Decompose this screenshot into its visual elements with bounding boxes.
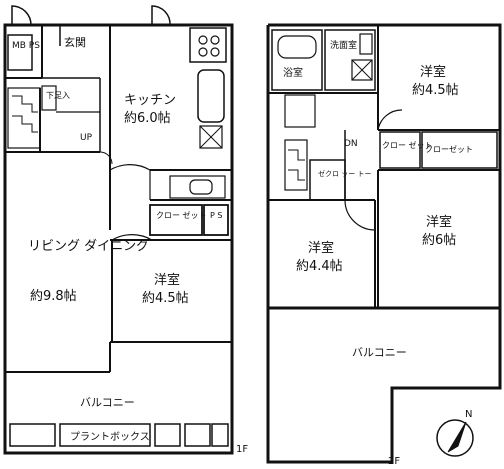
ps-label-1f: P S — [210, 211, 222, 220]
floor2-walls — [266, 23, 502, 464]
western-1f-size-label: 約4.5帖 — [142, 291, 189, 306]
mb-ps-label: MB PS — [12, 41, 40, 51]
floor2-label: 2F — [388, 456, 400, 467]
western-a-size-label: 約4.5帖 — [412, 83, 459, 98]
dn-label: DN — [344, 139, 358, 149]
kitchen-label: キッチン — [124, 93, 176, 108]
western-b-size-label: 約4.4帖 — [296, 259, 343, 274]
closet-c-label: ゼクロ ッー トー — [318, 169, 371, 178]
shoe-box-label: 下足入 — [46, 91, 70, 100]
living-label: リビング ダイニング — [28, 239, 149, 254]
balcony-1f-label: バルコニー — [80, 396, 135, 409]
closet-b-label: クローゼット — [425, 144, 473, 154]
closet-label-1f: クロー ゼット — [156, 210, 207, 220]
up-label: UP — [80, 133, 93, 143]
western-b-label: 洋室 — [308, 240, 334, 256]
entrance-label: 玄関 — [64, 35, 86, 49]
western-1f-label: 洋室 — [154, 272, 180, 288]
compass-icon — [436, 419, 474, 457]
closet-a-label: クロー ゼット — [382, 140, 433, 150]
bath-label: 浴室 — [283, 66, 303, 79]
floor1-label: 1F — [236, 444, 248, 455]
western-c-label: 洋室 — [426, 214, 452, 230]
western-c-size-label: 約6帖 — [422, 233, 456, 248]
compass-label: N — [465, 409, 472, 420]
planter-label: プラントボックス — [70, 431, 150, 443]
floor1-walls — [3, 5, 234, 455]
western-a-label: 洋室 — [420, 64, 446, 80]
wash-label: 洗面室 — [330, 39, 357, 51]
living-size-label: 約9.8帖 — [30, 289, 77, 304]
kitchen-size-label: 約6.0帖 — [124, 111, 171, 126]
balcony-2f-label: バルコニー — [352, 346, 407, 359]
